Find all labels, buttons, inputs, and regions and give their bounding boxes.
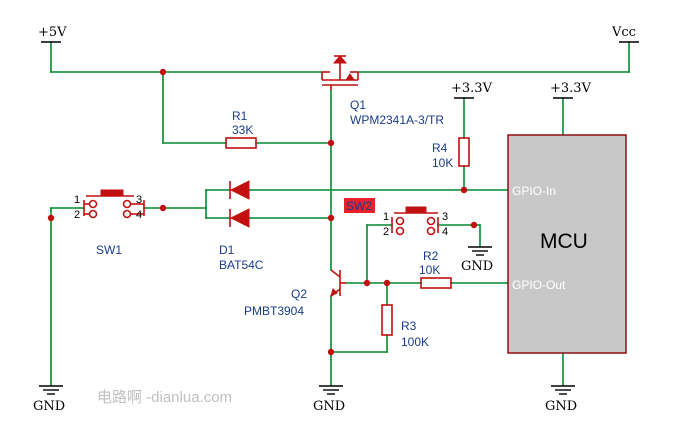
components-sw1-pins-0: 1 bbox=[74, 194, 80, 206]
sw1-ref: SW1 bbox=[96, 243, 122, 257]
ground-sw2: GND bbox=[461, 246, 493, 274]
r2-ref: R2 bbox=[423, 249, 439, 263]
r3-value: 100K bbox=[401, 335, 429, 349]
rails-v33_r4: +3.3V bbox=[451, 81, 493, 96]
r3-ref: R3 bbox=[401, 319, 417, 333]
switch-sw1: 1 2 3 4 SW1 bbox=[74, 189, 145, 257]
resistor-r2: R2 10K bbox=[419, 249, 452, 289]
q1-ref: Q1 bbox=[350, 98, 366, 112]
transistor-q2: Q2 PMBT3904 bbox=[244, 269, 346, 318]
rails-vcc: Vcc bbox=[611, 25, 636, 40]
rails-gnd_q2: GND bbox=[313, 399, 345, 414]
mcu-pin-gpio-in: GPIO-In bbox=[512, 184, 556, 198]
rail-3v3-r4: +3.3V bbox=[451, 81, 493, 99]
components-sw1-pins-3: 4 bbox=[136, 209, 142, 221]
mosfet-q1: Q1 WPM2341A-3/TR bbox=[321, 55, 444, 127]
components-sw2-pins-3: 4 bbox=[442, 226, 448, 238]
rails-gnd_sw1: GND bbox=[33, 399, 65, 414]
resistor-r1: R1 33K bbox=[225, 109, 257, 149]
rail-vcc: Vcc bbox=[611, 25, 639, 43]
rails-plus5v: +5V bbox=[38, 25, 67, 40]
rails-gnd_sw2: GND bbox=[461, 259, 493, 274]
rail-3v3-mcu: +3.3V bbox=[550, 81, 592, 99]
q2-ref: Q2 bbox=[291, 287, 307, 301]
watermark: 电路啊 -dianlua.com bbox=[97, 389, 232, 406]
ground-sw1: GND bbox=[33, 385, 65, 414]
r2-value: 10K bbox=[419, 263, 440, 277]
components-sw2-pins-1: 2 bbox=[383, 226, 389, 238]
resistor-r3: R3 100K bbox=[381, 304, 429, 349]
mcu-pin-gpio-out: GPIO-Out bbox=[512, 278, 566, 292]
r1-value: 33K bbox=[232, 123, 253, 137]
ground-mcu: GND bbox=[545, 385, 577, 414]
junctions bbox=[47, 68, 478, 356]
d1-value: BAT54C bbox=[219, 258, 264, 272]
q2-value: PMBT3904 bbox=[244, 304, 304, 318]
components-sw2-pins-2: 3 bbox=[442, 211, 448, 223]
wires bbox=[50, 41, 630, 386]
switch-sw2: SW2 1 2 3 4 bbox=[344, 198, 448, 238]
d1-ref: D1 bbox=[219, 243, 235, 257]
components-sw1-pins-1: 2 bbox=[74, 209, 80, 221]
components-sw2-pins-0: 1 bbox=[383, 211, 389, 223]
components-sw1-pins-2: 3 bbox=[136, 194, 142, 206]
r1-ref: R1 bbox=[232, 109, 248, 123]
resistor-r4: R4 10K bbox=[432, 137, 470, 170]
q1-value: WPM2341A-3/TR bbox=[350, 113, 444, 127]
sw2-ref: SW2 bbox=[346, 199, 372, 213]
ground-q2: GND bbox=[313, 385, 345, 414]
mcu-block: MCU GPIO-In GPIO-Out bbox=[507, 134, 627, 354]
r4-value: 10K bbox=[432, 156, 453, 170]
rail-plus5v: +5V bbox=[38, 25, 67, 43]
mcu-name: MCU bbox=[540, 230, 588, 253]
rails-v33_mcu: +3.3V bbox=[550, 81, 592, 96]
r4-ref: R4 bbox=[432, 141, 448, 155]
diode-d1: D1 BAT54C bbox=[219, 180, 264, 272]
sw2-highlight bbox=[344, 198, 375, 213]
rails-gnd_mcu: GND bbox=[545, 399, 577, 414]
